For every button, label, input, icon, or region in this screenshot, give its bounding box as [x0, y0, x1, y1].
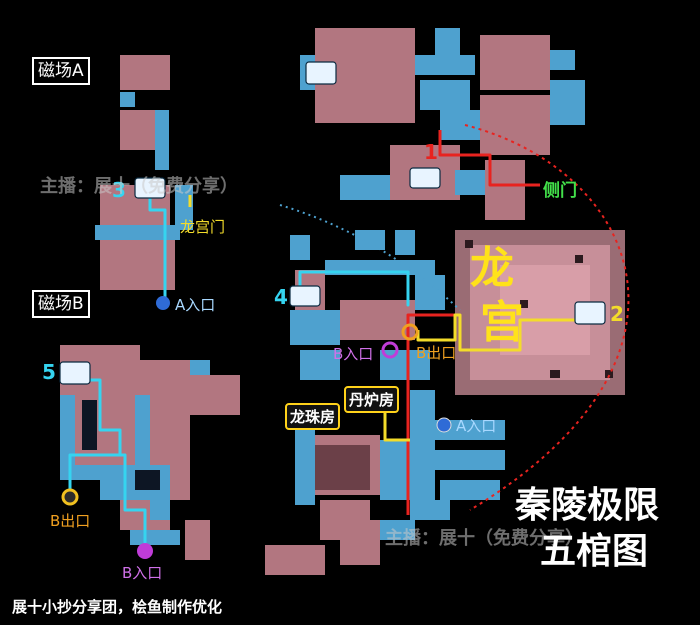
b-entry-mid-label: B入口 [333, 345, 374, 363]
marker-1: 1 [424, 140, 438, 164]
entry-rings [61, 296, 452, 559]
zone-a-rooms [100, 55, 175, 290]
zone-b-label: 磁场B [32, 290, 90, 318]
watermark-bottom: 主播：展十（免费分享） [385, 528, 583, 549]
b-entry-bottom-label: B入口 [122, 564, 163, 582]
a-entry-right-label: A入口 [456, 417, 497, 435]
side-door-label: 侧门 [543, 181, 577, 201]
marker-5: 5 [42, 360, 56, 384]
a-entry-left-label: A入口 [175, 296, 216, 314]
title-line-2: 五棺图 [540, 531, 649, 572]
b-exit-mid-label: B出口 [416, 344, 457, 362]
alchemy-room-label: 丹炉房 [344, 386, 400, 413]
watermark-top: 主播：展十（免费分享） [40, 176, 238, 197]
palace-char-1: 龙 [470, 243, 514, 294]
palace-char-2: 宫 [480, 297, 524, 348]
dragon-gate-label: 龙宫门 [180, 218, 226, 236]
marker-4: 4 [274, 285, 288, 309]
marker-2: 2 [610, 302, 624, 326]
title-line-1: 秦陵极限 [515, 485, 660, 526]
footer-credit: 展十小抄分享团，桧鱼制作优化 [12, 598, 223, 616]
coffin-icons [59, 61, 606, 385]
zone-a-corridors [95, 92, 193, 240]
b-exit-left-label: B出口 [50, 512, 91, 530]
marker-3: 3 [112, 178, 126, 202]
dragon-pearl-room-label: 龙珠房 [285, 403, 341, 430]
zone-a-label: 磁场A [32, 57, 90, 85]
upper-corridors [290, 28, 585, 345]
